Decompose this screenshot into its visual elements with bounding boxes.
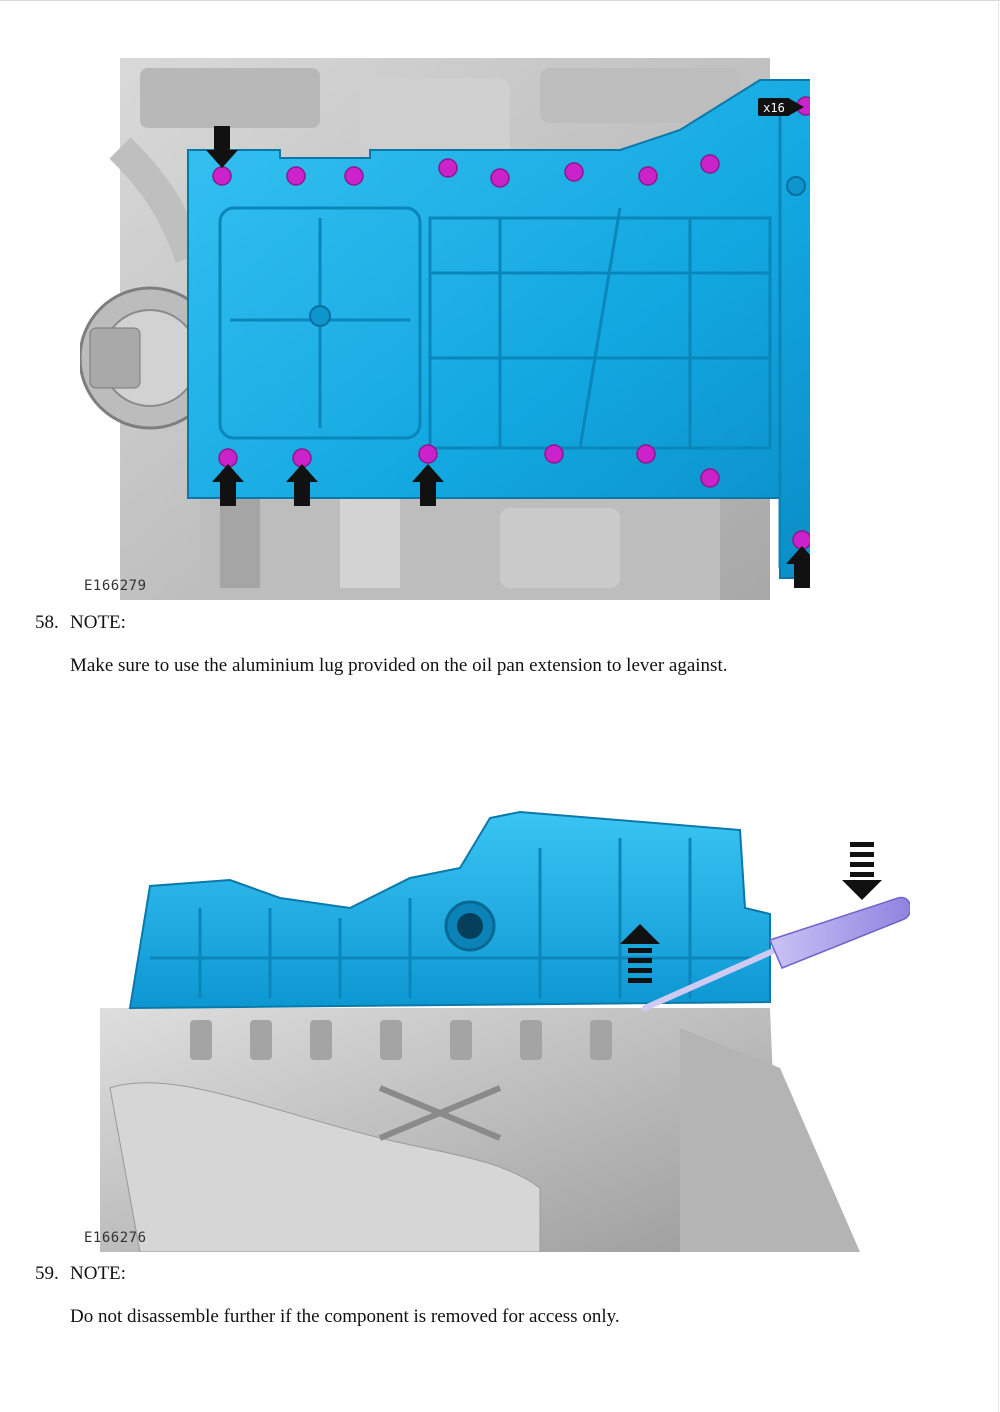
direction-arrows (206, 126, 810, 588)
step-note-text: Make sure to use the aluminium lug provi… (70, 655, 728, 676)
oil-pan-lever-illustration (100, 810, 910, 1252)
oil-pan-ribs (150, 838, 760, 998)
bolt-markers (212, 96, 810, 550)
bolt-count-badge: x16 (758, 98, 804, 116)
figure-oil-pan-bolts: x16 E166279 (80, 58, 810, 600)
press-down-arrow (842, 842, 882, 900)
step-number: 59. (35, 1263, 59, 1284)
step-note-text: Do not disassemble further if the compon… (70, 1306, 620, 1327)
oil-pan (128, 810, 771, 1010)
figure-id: E166279 (84, 578, 147, 594)
step-number: 58. (35, 612, 59, 633)
svg-text:x16: x16 (763, 101, 785, 115)
step-note-heading: NOTE: (70, 1263, 126, 1284)
oil-pan-bolt-illustration: x16 (80, 58, 810, 600)
figure-oil-pan-lever: E166276 (80, 808, 910, 1252)
screwdriver-tool (642, 896, 910, 1011)
figure-id: E166276 (84, 1230, 147, 1246)
oil-pan-ribs (218, 98, 782, 568)
lift-up-arrow (620, 924, 660, 983)
page-top-border (0, 0, 1000, 1)
page-right-border (998, 0, 999, 1412)
step-note-heading: NOTE: (70, 612, 126, 633)
